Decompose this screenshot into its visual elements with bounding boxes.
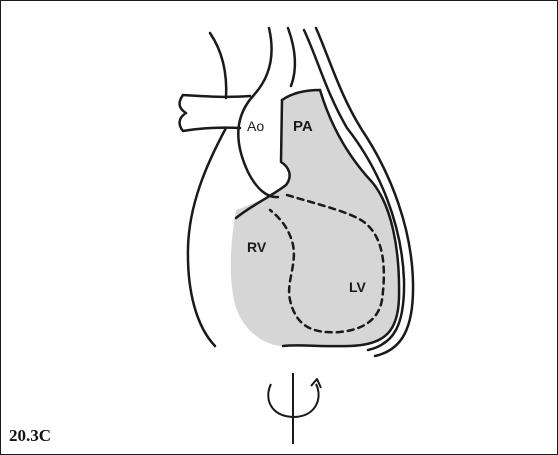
right-atrium-contour — [188, 128, 226, 346]
label-aorta: Ao — [247, 118, 264, 134]
label-left-ventricle: LV — [349, 279, 367, 295]
aorta-outline-inner — [288, 28, 295, 86]
label-pulmonary-artery: PA — [293, 118, 313, 135]
label-right-ventricle: RV — [247, 239, 267, 255]
svc-line — [210, 33, 226, 98]
figure-caption: 20.3C — [9, 426, 51, 446]
rotation-arrowhead-icon — [311, 379, 321, 388]
aorta-outline — [238, 28, 278, 197]
